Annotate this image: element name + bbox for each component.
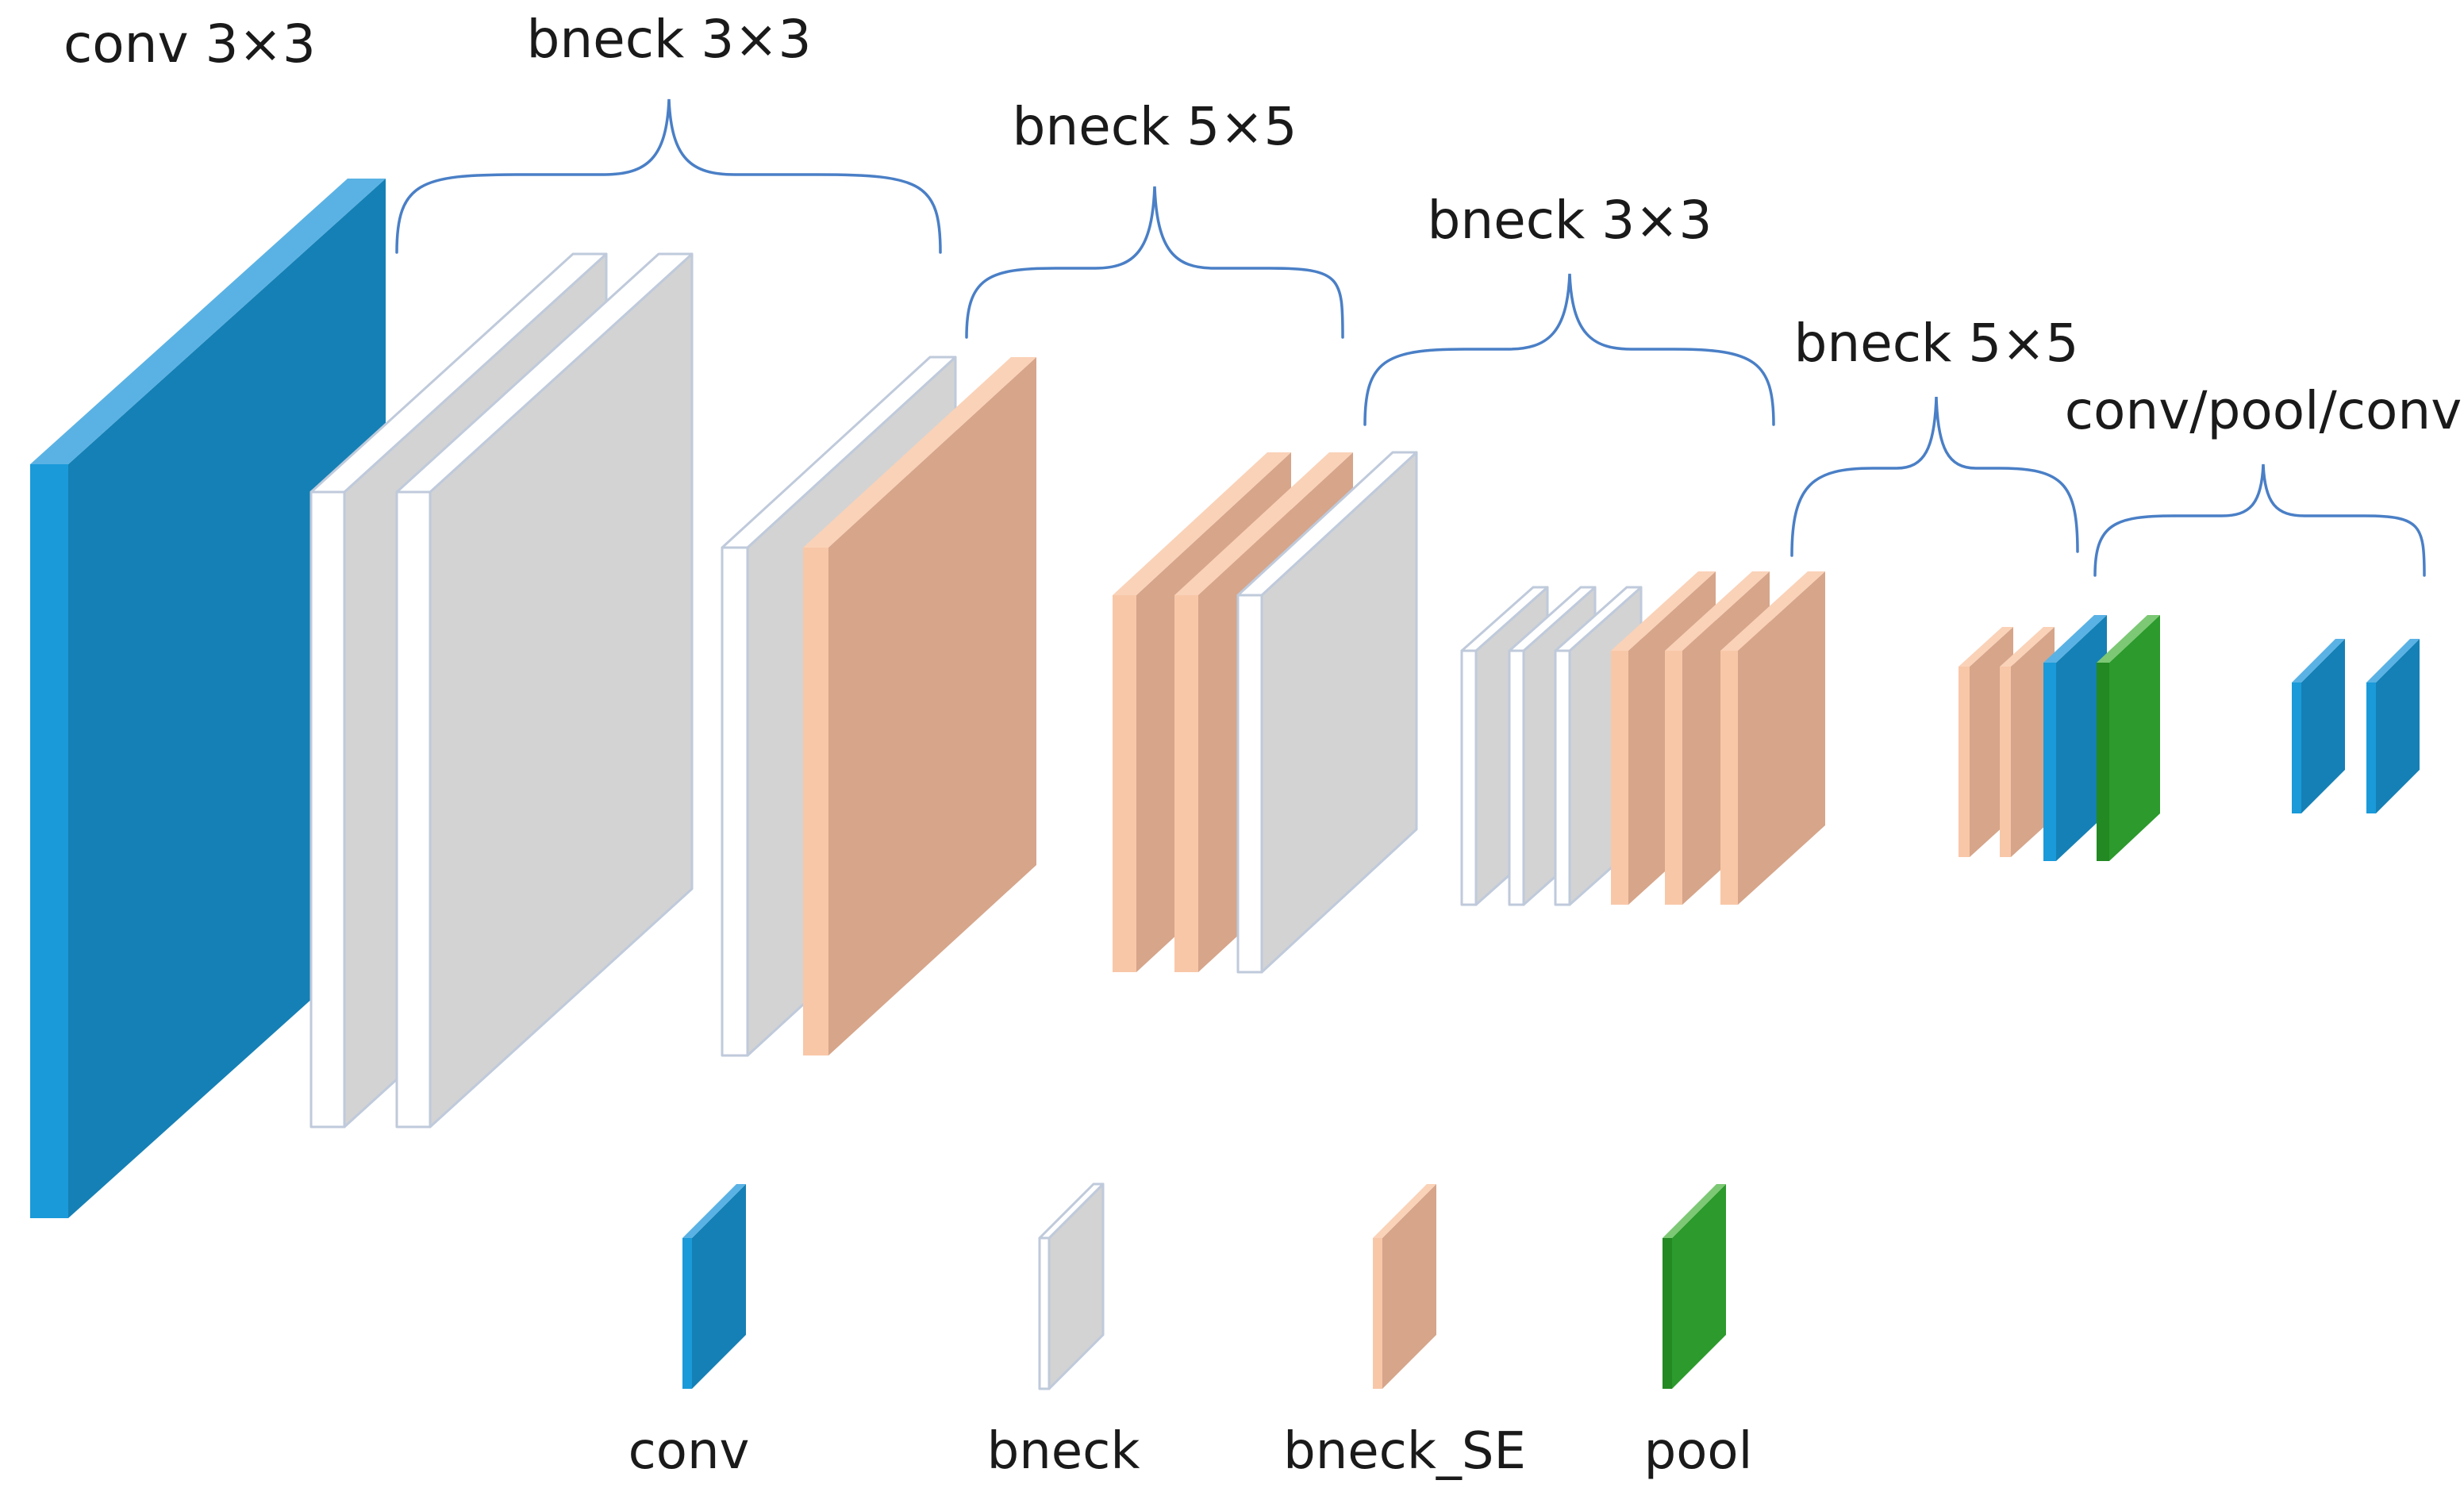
legend-swatch-bneck xyxy=(1038,1182,1105,1390)
legend-swatch-pool xyxy=(1663,1184,1726,1389)
legend-label-bneck-se: bneck_SE xyxy=(1283,1422,1526,1481)
layer-14-bneck-se-side xyxy=(1720,651,1738,905)
layer-12-bneck-se-top xyxy=(1611,571,1716,651)
layer-11-bneck-side xyxy=(1554,649,1571,906)
group-braces xyxy=(395,98,2426,577)
layer-19-conv-face xyxy=(2301,639,2345,813)
layer-1-conv-face xyxy=(68,179,386,1218)
layer-9-bneck-side xyxy=(1460,649,1478,906)
legend-swatch-conv xyxy=(682,1184,746,1389)
legend: conv bneck bneck_SE pool xyxy=(628,1182,1753,1481)
legend-swatch-pool-top xyxy=(1663,1184,1726,1238)
layer-8-bneck xyxy=(1236,451,1418,974)
layer-19-conv xyxy=(2292,639,2345,813)
layer-20-conv-side xyxy=(2366,682,2376,813)
layer-15-bneck-se-side xyxy=(1959,667,1970,857)
layer-19-conv-top xyxy=(2292,639,2345,682)
layer-20-conv-face xyxy=(2376,639,2420,813)
brace-bneck-5x5-a xyxy=(965,186,1344,339)
layer-12-bneck-se-side xyxy=(1611,651,1628,905)
legend-swatch-conv-face xyxy=(692,1184,746,1389)
layer-13-bneck-se-side xyxy=(1665,651,1682,905)
layer-5-bneck-se-side xyxy=(803,548,828,1055)
legend-label-conv: conv xyxy=(628,1422,750,1481)
layer-18-pool xyxy=(2097,615,2160,861)
group-label-bneck-5x5-b: bneck 5×5 xyxy=(1793,313,2078,374)
layer-16-bneck-se-side xyxy=(2000,667,2011,857)
group-label-conv-3x3: conv 3×3 xyxy=(63,13,316,75)
layer-18-pool-face xyxy=(2109,615,2160,861)
layer-4-bneck-side xyxy=(721,546,749,1057)
brace-conv-pool-conv xyxy=(2093,463,2426,577)
legend-swatch-bneck-side xyxy=(1038,1236,1051,1390)
legend-swatch-bneck-face xyxy=(1047,1182,1105,1390)
group-label-bneck-5x5-a: bneck 5×5 xyxy=(1012,96,1297,157)
layer-14-bneck-se xyxy=(1720,571,1825,905)
legend-swatch-conv-side xyxy=(682,1238,692,1389)
legend-label-pool: pool xyxy=(1644,1422,1753,1481)
layer-10-bneck-side xyxy=(1508,649,1525,906)
legend-swatch-pool-side xyxy=(1663,1238,1672,1389)
layer-14-bneck-se-top xyxy=(1720,571,1825,651)
layer-17-conv xyxy=(2043,615,2107,861)
layer-blocks xyxy=(30,179,2420,1218)
layer-20-conv-top xyxy=(2366,639,2420,682)
group-label-bneck-3x3-a: bneck 3×3 xyxy=(526,9,811,70)
legend-label-bneck: bneck xyxy=(987,1422,1140,1481)
layer-17-conv-top xyxy=(2043,615,2107,663)
layer-5-bneck-se-top xyxy=(803,357,1036,548)
brace-bneck-3x3-a xyxy=(395,98,942,254)
legend-swatch-bneck-se-top xyxy=(1373,1184,1436,1238)
legend-swatch-conv-top xyxy=(682,1184,746,1238)
layer-17-conv-side xyxy=(2043,663,2056,861)
layer-3-bneck xyxy=(395,252,694,1128)
layer-6-bneck-se-side xyxy=(1113,595,1136,972)
layer-18-pool-top xyxy=(2097,615,2160,663)
layer-1-conv xyxy=(30,179,386,1218)
layer-16-bneck-se-top xyxy=(2000,627,2055,667)
layer-8-bneck-side xyxy=(1236,594,1263,974)
brace-bneck-5x5-b xyxy=(1790,396,2079,557)
layer-2-bneck-side xyxy=(309,490,346,1128)
layer-20-conv xyxy=(2366,639,2420,813)
layer-7-bneck-se-side xyxy=(1174,595,1198,972)
layer-14-bneck-se-face xyxy=(1738,571,1825,905)
layer-1-conv-top xyxy=(30,179,386,464)
layer-7-bneck-se-top xyxy=(1174,452,1353,595)
layer-1-conv-side xyxy=(30,464,68,1218)
layer-5-bneck-se-face xyxy=(828,357,1036,1055)
layer-3-bneck-side xyxy=(395,490,432,1128)
layer-15-bneck-se-top xyxy=(1959,627,2013,667)
brace-bneck-3x3-b xyxy=(1363,273,1775,426)
legend-swatch-pool-face xyxy=(1672,1184,1726,1389)
layer-18-pool-side xyxy=(2097,663,2109,861)
layer-6-bneck-se-top xyxy=(1113,452,1291,595)
layer-13-bneck-se-top xyxy=(1665,571,1770,651)
legend-swatch-bneck-se-face xyxy=(1382,1184,1436,1389)
layer-5-bneck-se xyxy=(803,357,1036,1055)
group-labels: conv 3×3 bneck 3×3 bneck 5×5 bneck 3×3 b… xyxy=(63,9,2462,441)
group-label-bneck-3x3-b: bneck 3×3 xyxy=(1427,190,1712,251)
legend-swatch-bneck-se xyxy=(1373,1184,1436,1389)
layer-17-conv-face xyxy=(2056,615,2107,861)
layer-19-conv-side xyxy=(2292,682,2301,813)
legend-swatch-bneck-se-side xyxy=(1373,1238,1382,1389)
group-label-conv-pool-conv: conv/pool/conv xyxy=(2065,380,2462,441)
